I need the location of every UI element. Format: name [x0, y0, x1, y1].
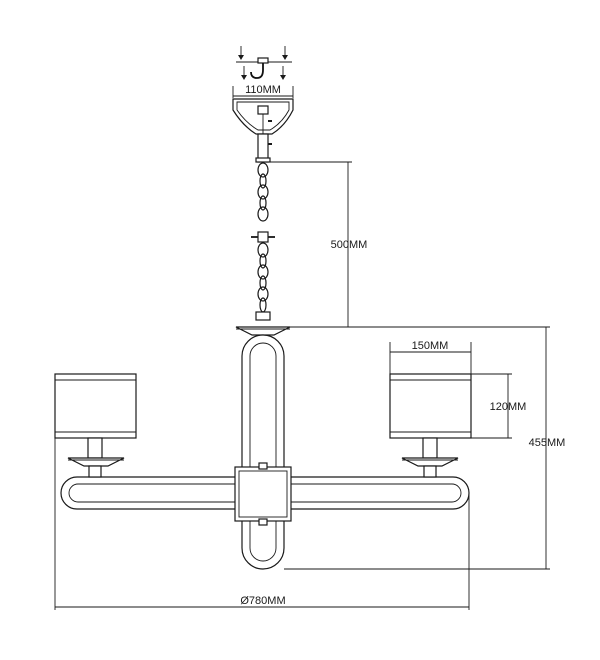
right-lamp: [389, 373, 472, 478]
chain-length-label: 500MM: [331, 239, 368, 251]
chain-length-dimension: 500MM: [270, 161, 368, 327]
right-lampshade: [389, 373, 472, 439]
chain-link: [257, 162, 269, 178]
chain-link: [259, 275, 267, 291]
upper-plate: [235, 326, 291, 336]
chain-link: [259, 173, 267, 189]
chain-link: [257, 206, 269, 222]
chain-link: [259, 253, 267, 269]
right-cup: [401, 457, 459, 467]
shade-width-label: 150MM: [412, 340, 449, 352]
canopy-width-dimension: 110MM: [232, 84, 294, 98]
chain-link: [259, 297, 267, 313]
left-cup: [67, 457, 125, 467]
body-height-label: 455MM: [529, 437, 566, 449]
central-vertical-loop: [241, 334, 285, 570]
screw-arrow-icon: [238, 46, 288, 80]
shade-height-label: 120MM: [490, 401, 527, 413]
overall-diameter-dimension: Ø780MM: [54, 438, 470, 610]
chain-links: [257, 162, 269, 313]
shade-width-dimension: 150MM: [389, 340, 472, 374]
shade-height-dimension: 120MM: [471, 373, 527, 439]
chain-link: [257, 184, 269, 200]
mounting-hook-group: [236, 46, 292, 80]
left-lampshade: [54, 373, 137, 439]
central-hub: [234, 462, 292, 526]
chain-link: [259, 195, 267, 211]
ceiling-canopy: [232, 98, 294, 135]
chain-link: [257, 264, 269, 280]
canopy-width-label: 110MM: [245, 84, 281, 96]
ceiling-hook-icon: [250, 57, 269, 79]
left-lamp: [54, 373, 137, 478]
chain-link: [257, 242, 269, 258]
suspension-chain: [251, 133, 275, 321]
overall-diameter-label: Ø780MM: [240, 595, 285, 607]
body-height-dimension: 455MM: [284, 326, 566, 570]
chain-link: [257, 286, 269, 302]
